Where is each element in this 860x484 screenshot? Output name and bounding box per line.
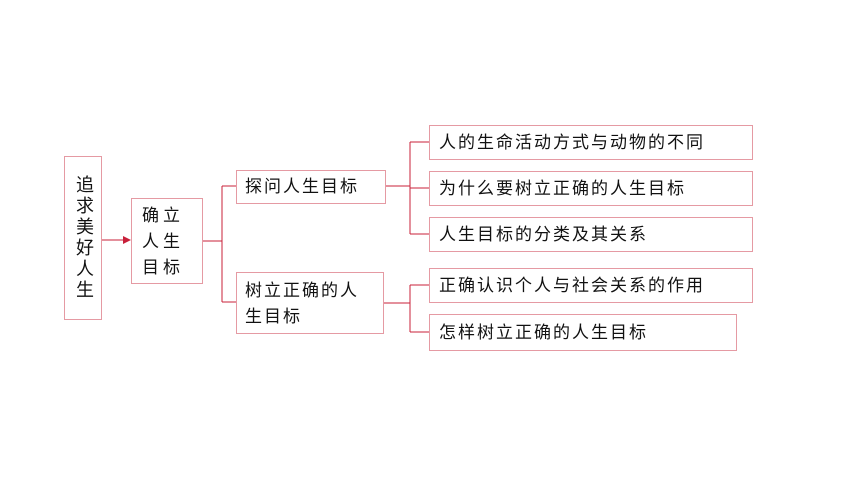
center-to-branches-bracket bbox=[203, 185, 236, 303]
branch-label-1: 探问人生目标 bbox=[245, 177, 359, 197]
root-label: 追求美好人生 bbox=[73, 175, 94, 301]
center-label: 确立人生目标 bbox=[142, 206, 184, 278]
center-node: 确立人生目标 bbox=[131, 198, 203, 284]
leaf-node-2-2: 怎样树立正确的人生目标 bbox=[429, 314, 737, 351]
root-node: 追求美好人生 bbox=[64, 156, 102, 320]
leaf-label: 正确认识个人与社会关系的作用 bbox=[439, 275, 705, 296]
branch1-to-leaves-bracket bbox=[386, 141, 429, 235]
leaf-node-1-2: 为什么要树立正确的人生目标 bbox=[429, 171, 753, 206]
branch2-to-leaves-bracket bbox=[384, 284, 429, 333]
leaf-label: 怎样树立正确的人生目标 bbox=[439, 322, 648, 343]
leaf-label: 为什么要树立正确的人生目标 bbox=[439, 178, 686, 199]
leaf-node-2-1: 正确认识个人与社会关系的作用 bbox=[429, 268, 753, 303]
branch-label-2: 树立正确的人生目标 bbox=[245, 281, 359, 327]
branch-node-1: 探问人生目标 bbox=[236, 170, 386, 204]
leaf-label: 人生目标的分类及其关系 bbox=[439, 224, 648, 245]
leaf-node-1-3: 人生目标的分类及其关系 bbox=[429, 217, 753, 252]
leaf-label: 人的生命活动方式与动物的不同 bbox=[439, 132, 705, 153]
leaf-node-1-1: 人的生命活动方式与动物的不同 bbox=[429, 125, 753, 160]
branch-node-2: 树立正确的人生目标 bbox=[236, 272, 384, 334]
